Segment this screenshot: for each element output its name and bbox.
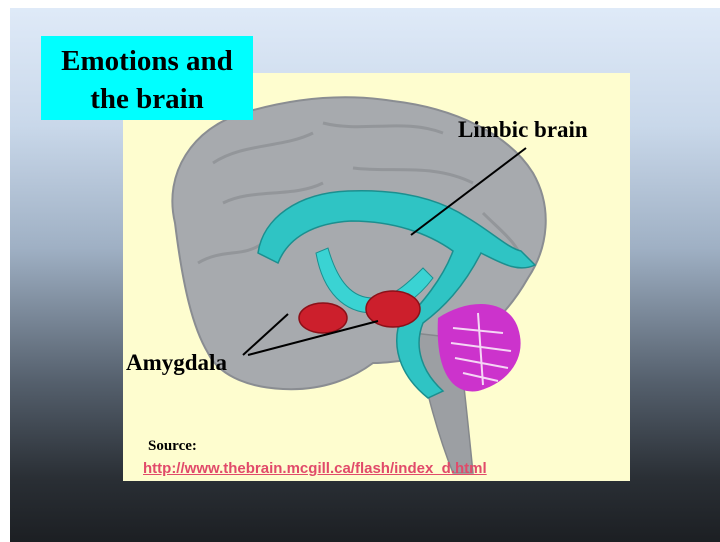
- source-link[interactable]: http://www.thebrain.mcgill.ca/flash/inde…: [143, 460, 487, 477]
- amygdala-left: [299, 303, 347, 333]
- source-label: Source:: [148, 438, 197, 455]
- slide-title: Emotions and the brain: [41, 36, 253, 120]
- amygdala-label: Amygdala: [126, 350, 227, 376]
- limbic-brain-label: Limbic brain: [458, 117, 588, 143]
